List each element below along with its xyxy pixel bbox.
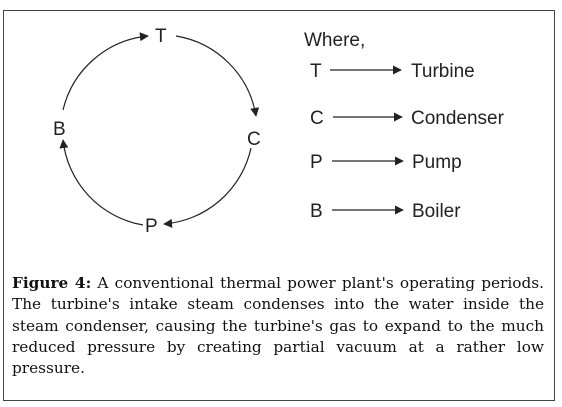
legend-symbol: B [310,201,323,222]
node-label-c: C [247,129,261,150]
figure-frame [3,10,555,401]
caption-text: A conventional thermal power plant's ope… [12,274,544,378]
node-label-b: B [53,119,66,140]
legend-item: B Boiler [310,201,461,222]
legend-item: P Pump [310,152,462,173]
legend-meaning: Boiler [412,201,461,222]
figure-caption: Figure 4: A conventional thermal power p… [12,273,544,379]
legend-symbol: T [310,61,322,82]
legend-meaning: Pump [412,152,462,173]
legend-item: T Turbine [310,61,475,82]
legend-meaning: Condenser [411,108,505,129]
arc-c-to-p [163,147,252,228]
legend-item: C Condenser [310,108,505,129]
legend-symbol: C [310,108,324,129]
legend-meaning: Turbine [411,61,475,82]
legend-symbol: P [310,152,323,173]
legend-heading: Where, [304,30,365,51]
caption-label: Figure 4: [12,274,92,292]
arc-t-to-c [175,35,260,117]
arc-b-to-t [62,32,149,111]
node-label-t: T [155,26,167,47]
arc-p-to-b [59,139,144,226]
node-label-p: P [145,216,158,237]
